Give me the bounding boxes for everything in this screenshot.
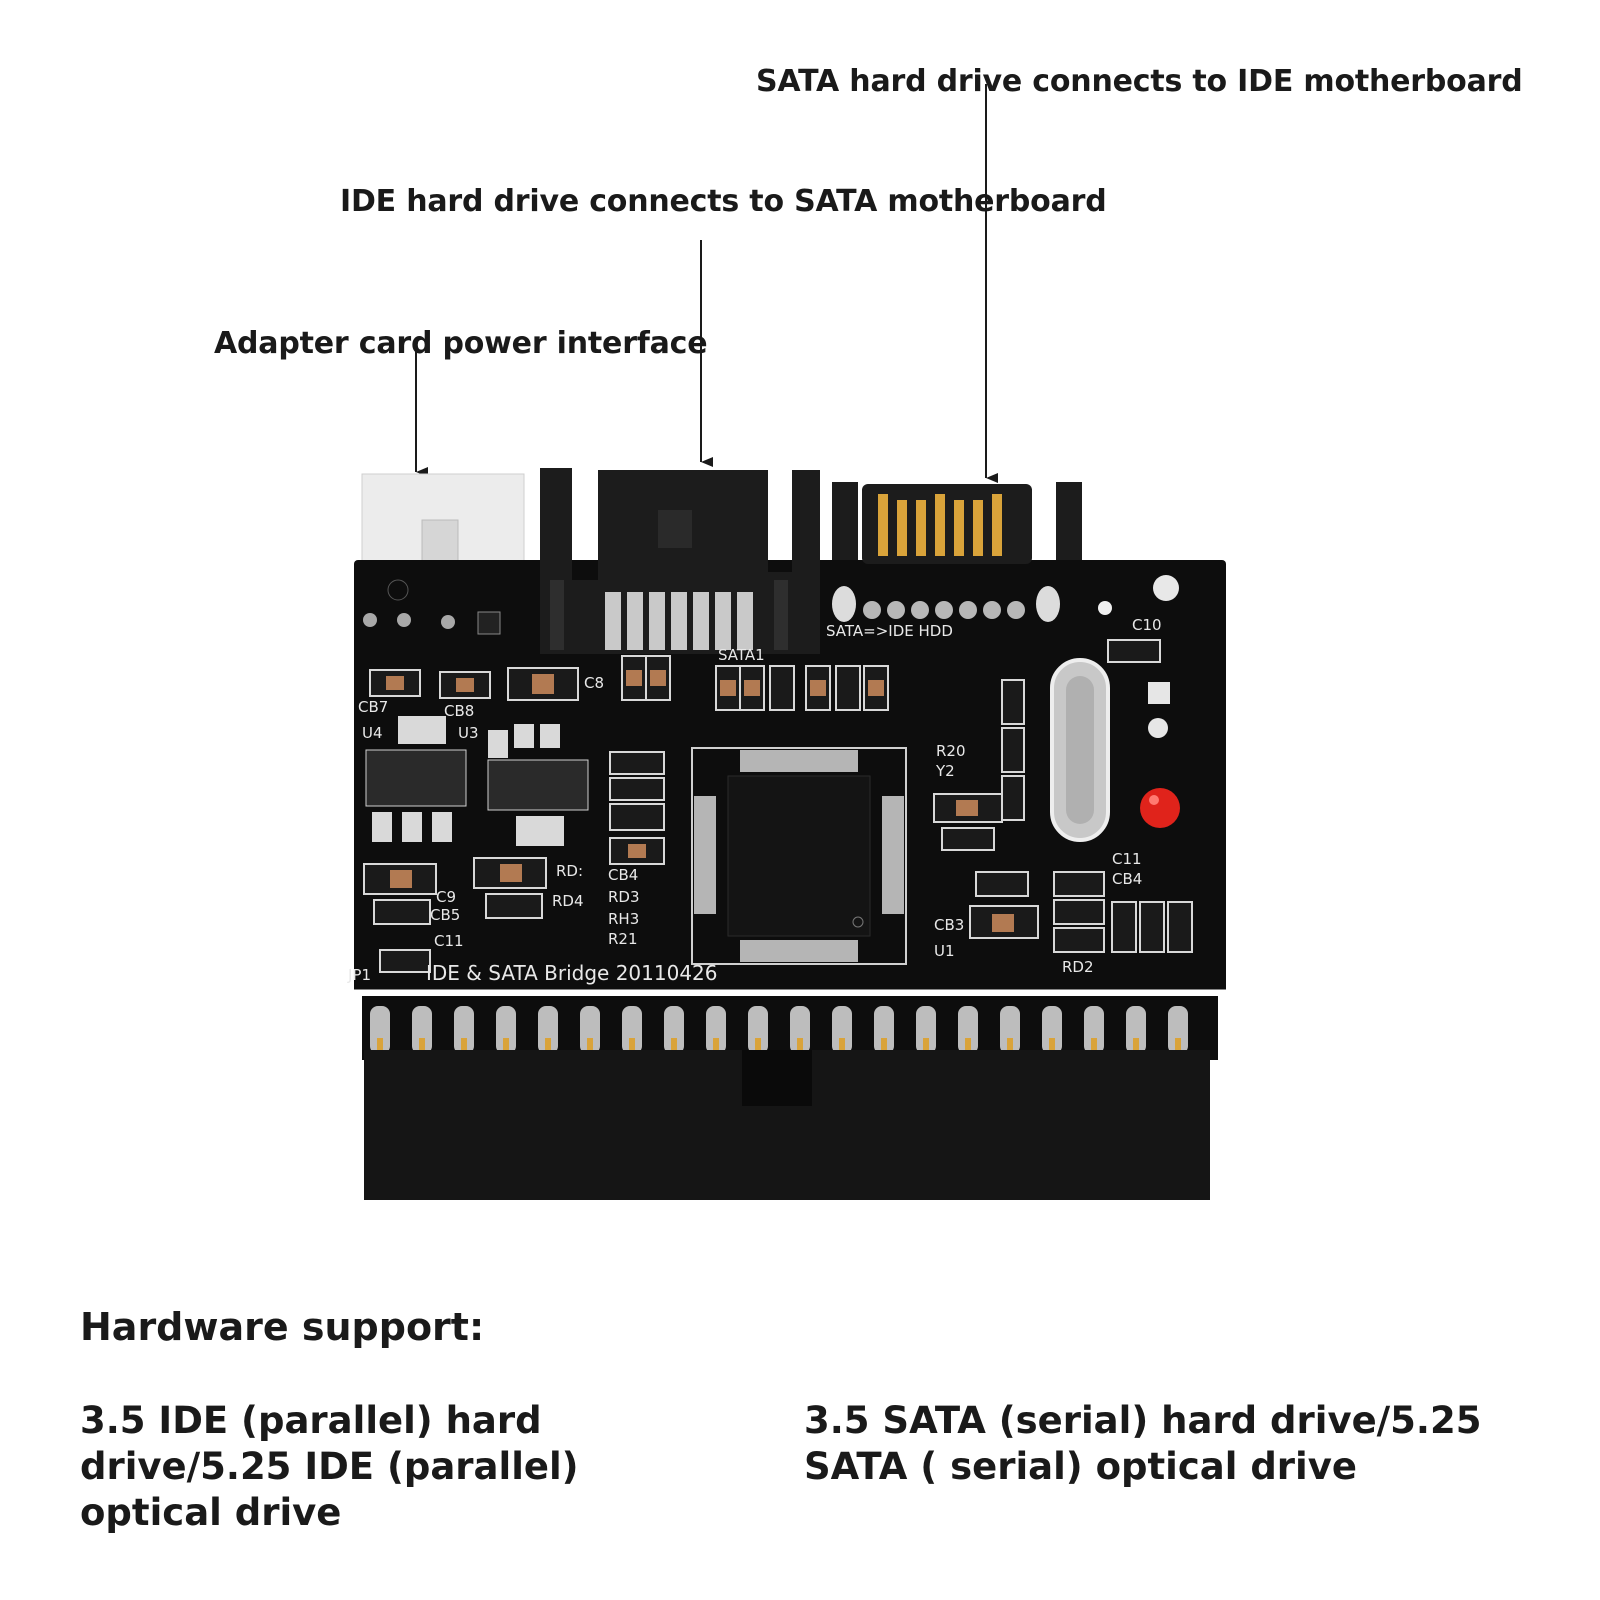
ide-pin xyxy=(496,1006,516,1054)
ide-pin xyxy=(664,1006,684,1054)
silk-label: SATA1 xyxy=(718,646,765,664)
silk-label: CB8 xyxy=(444,702,474,720)
silk-label: CB3 xyxy=(934,916,964,934)
silk-label: CB7 xyxy=(358,698,388,716)
silk-label: CB5 xyxy=(430,906,460,924)
silk-label: CB4 xyxy=(608,866,638,884)
silk-label: RH3 xyxy=(608,910,639,928)
bridge-controller-chip xyxy=(691,747,907,965)
sata-female-connector xyxy=(540,468,820,654)
ide-pin xyxy=(412,1006,432,1054)
silk-label: C10 xyxy=(1132,616,1162,634)
ide-pin-tip xyxy=(797,1038,803,1052)
ide-pin xyxy=(916,1006,936,1054)
ide-pin xyxy=(748,1006,768,1054)
ide-pin-tip xyxy=(629,1038,635,1052)
ide-pin xyxy=(1084,1006,1104,1054)
ide-pin-tip xyxy=(755,1038,761,1052)
crystal-oscillator xyxy=(1050,658,1110,842)
ide-pin-tip xyxy=(545,1038,551,1052)
adapter-board-image: SATA=>IDE HDD IDE & SATA Bridge 20110426… xyxy=(347,468,1227,1200)
ide-pin xyxy=(1168,1006,1188,1054)
ide-pin-tip xyxy=(1133,1038,1139,1052)
ide-pin xyxy=(958,1006,978,1054)
ide-pin-tip xyxy=(587,1038,593,1052)
ide-pin xyxy=(370,1006,390,1054)
ide-pin-tip xyxy=(839,1038,845,1052)
power-connector xyxy=(361,473,525,565)
ide-pin xyxy=(790,1006,810,1054)
silk-label: CB4 xyxy=(1112,870,1142,888)
ide-pin xyxy=(1000,1006,1020,1054)
callout-ide-to-sata: IDE hard drive connects to SATA motherbo… xyxy=(340,184,1107,219)
ide-pin xyxy=(622,1006,642,1054)
ide-pin-tip xyxy=(881,1038,887,1052)
voltage-regulators xyxy=(365,749,589,811)
sata-male-connector xyxy=(832,482,1082,564)
silk-label: JP1 xyxy=(347,966,371,984)
ide-pin-tip xyxy=(1175,1038,1181,1052)
silk-label: RD2 xyxy=(1062,958,1094,976)
status-led xyxy=(1140,788,1180,828)
silkscreen-labels: SATA=>IDE HDD IDE & SATA Bridge 20110426… xyxy=(347,616,1162,985)
silk-label: U1 xyxy=(934,942,955,960)
silk-label: Y2 xyxy=(935,762,955,780)
callout-power-interface: Adapter card power interface xyxy=(214,326,708,361)
ide-pin-tip xyxy=(461,1038,467,1052)
callout-sata-to-ide: SATA hard drive connects to IDE motherbo… xyxy=(756,64,1523,99)
silk-label: C11 xyxy=(434,932,464,950)
silk-label: U3 xyxy=(458,724,479,742)
silk-label: U4 xyxy=(362,724,383,742)
ide-pin xyxy=(874,1006,894,1054)
silk-label: RD4 xyxy=(552,892,584,910)
silk-label: R20 xyxy=(936,742,966,760)
ide-pin-tip xyxy=(713,1038,719,1052)
smd-components xyxy=(363,639,1193,973)
hardware-support-heading: Hardware support: xyxy=(80,1305,485,1349)
ide-pin xyxy=(538,1006,558,1054)
ide-pin xyxy=(580,1006,600,1054)
silk-label: RD: xyxy=(556,862,583,880)
hardware-support-ide: 3.5 IDE (parallel) hard drive/5.25 IDE (… xyxy=(80,1399,579,1534)
silk-label: C11 xyxy=(1112,850,1142,868)
ide-pin-tip xyxy=(419,1038,425,1052)
silk-label: C9 xyxy=(436,888,456,906)
silk-label: RD3 xyxy=(608,888,640,906)
ide-pin-tip xyxy=(923,1038,929,1052)
silk-label: R21 xyxy=(608,930,638,948)
silk-title: IDE & SATA Bridge 20110426 xyxy=(426,961,718,985)
silk-label: C8 xyxy=(584,674,604,692)
ide-pin-tip xyxy=(1007,1038,1013,1052)
ide-pin-tip xyxy=(965,1038,971,1052)
ide-pin-tip xyxy=(1049,1038,1055,1052)
hardware-support-sata: 3.5 SATA (serial) hard drive/5.25 SATA (… xyxy=(804,1399,1482,1488)
ide-pin-tip xyxy=(1091,1038,1097,1052)
ide-pin xyxy=(454,1006,474,1054)
ide-pin-tip xyxy=(503,1038,509,1052)
silk-mode: SATA=>IDE HDD xyxy=(826,622,953,640)
ide-pin xyxy=(706,1006,726,1054)
ide-40-pin-header xyxy=(353,989,1227,1200)
ide-pin xyxy=(1126,1006,1146,1054)
ide-pin xyxy=(832,1006,852,1054)
ide-pin-tip xyxy=(671,1038,677,1052)
ide-pin xyxy=(1042,1006,1062,1054)
ide-pin-tip xyxy=(377,1038,383,1052)
